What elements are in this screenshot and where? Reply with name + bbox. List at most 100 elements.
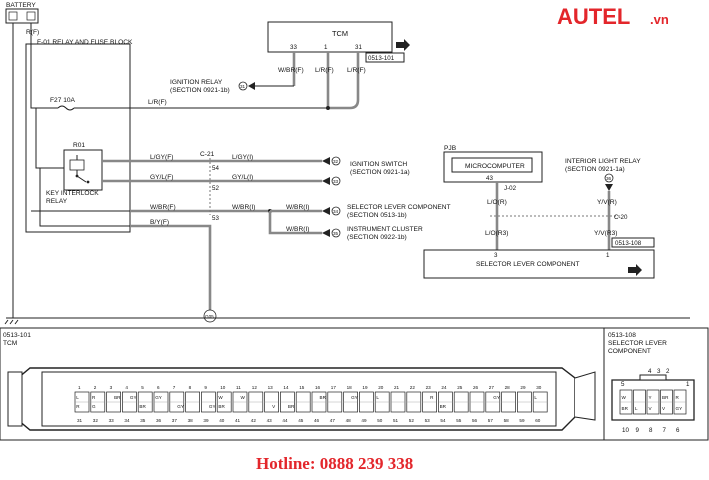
tcm-top-pin-number: 19: [362, 385, 368, 390]
interior-relay-arrow: [605, 184, 613, 191]
tcm-wire-color-code: GY: [130, 395, 137, 400]
tcm-top-pin-number: 9: [204, 385, 207, 390]
slc-top-pin-number: 4: [648, 368, 652, 375]
interior-relay-section: (SECTION 0921-1a): [565, 166, 625, 173]
tcm-top-pin-number: 1: [78, 385, 81, 390]
slc-wire-color-code: BR: [622, 406, 629, 411]
tcm-bottom-pin-number: 32: [93, 418, 99, 423]
tcm-pin-33: 33: [290, 44, 297, 51]
tcm-connector-inner: [41, 371, 557, 427]
tcm-bottom-pin-number: 40: [219, 418, 225, 423]
ground-symbol-left: [4, 317, 24, 325]
c21-label: C-21: [200, 151, 215, 158]
tcm-bottom-pin-number: 35: [140, 418, 146, 423]
ign-switch-section: (SECTION 0921-1a): [350, 169, 410, 176]
slc-top-pin-number: 2: [666, 368, 670, 375]
battery-terminal-pos: [26, 11, 36, 21]
fuse-out-wire-label: L/R(F): [148, 99, 167, 106]
tcm-top-pin-number: 13: [268, 385, 274, 390]
tcm-wire-color-code: BR: [440, 404, 447, 409]
tcm-bottom-pin-number: 46: [314, 418, 320, 423]
conn-slc-name-2: COMPONENT: [608, 348, 651, 355]
relay-coil: [69, 159, 85, 171]
slc-wire-color-code: BR: [662, 395, 669, 400]
tcm-bottom-pin-number: 52: [409, 418, 415, 423]
interior-relay-num: 36: [606, 176, 612, 181]
tcm-top-pin-number: 15: [299, 385, 305, 390]
dest-num-32: 32: [333, 159, 339, 164]
tcm-bottom-pin-number: 39: [203, 418, 209, 423]
tcm-wire-color-code: BR: [218, 404, 225, 409]
ignition-relay-arrow: [248, 82, 255, 90]
wire-label-yv-r: Y/V(R): [597, 199, 617, 206]
battery-terminal-neg: [8, 11, 18, 21]
tcm-top-pin-number: 28: [505, 385, 511, 390]
brand-logo: AUTEL: [557, 4, 630, 29]
tcm-bottom-pin-number: 56: [472, 418, 478, 423]
c21-pin-53: 53: [212, 215, 219, 222]
tcm-top-pin-number: 2: [94, 385, 97, 390]
relay-contact-dot-2: [86, 180, 90, 184]
slc-wire-color-code: V: [649, 406, 653, 411]
slc-ref-label: 0513-108: [615, 240, 642, 247]
tcm-top-pin-number: 11: [236, 385, 241, 390]
tcm-top-pin-number: 4: [125, 385, 128, 390]
wire-label-wbr-i-3: W/BR(I): [286, 226, 309, 233]
tcm-top-label: TCM: [332, 29, 348, 38]
tcm-top-pin-number: 6: [157, 385, 160, 390]
tcm-continue-arrow: [396, 39, 410, 51]
tcm-wire-color-code: BR: [320, 395, 327, 400]
relay-fuse-block-label: F-01 RELAY AND FUSE BLOCK: [37, 39, 133, 46]
battery-wire-label: R(F): [26, 29, 39, 36]
tcm-wire-color-code: BR: [114, 395, 121, 400]
tcm-wire-color-code: GY: [155, 395, 162, 400]
slc-continue-arrow: [628, 264, 642, 276]
tcm-top-pin-number: 5: [141, 385, 144, 390]
slc-side-pin-right: 1: [686, 381, 690, 388]
slc-top-pin-number: 3: [657, 368, 661, 375]
tcm-top-pin-number: 26: [473, 385, 479, 390]
wire-label-yv-r3: Y/V(R3): [594, 230, 617, 237]
ignition-relay-label: IGNITION RELAY: [170, 79, 223, 86]
instrument-label: INSTRUMENT CLUSTER: [347, 226, 423, 233]
slc-ref-box: [611, 237, 655, 248]
relay-feed-wire: [35, 108, 64, 169]
tcm-wire-color-code: R: [76, 404, 80, 409]
tcm-wire-color-code: L: [534, 395, 537, 400]
tcm-top-pin-number: 27: [489, 385, 495, 390]
tcm-bottom-pin-number: 48: [346, 418, 352, 423]
tcm-splice-dot: [326, 106, 330, 110]
c21-pin-54: 54: [212, 165, 219, 172]
ground-g05-circle: [203, 309, 217, 323]
tcm-wire-color-code: W: [218, 395, 223, 400]
c21-pin-52: 52: [212, 185, 219, 192]
fuse-feed-wire: [30, 44, 58, 109]
tcm-wire-color-code: G: [92, 404, 96, 409]
tcm-top-pin-number: 16: [315, 385, 321, 390]
interior-relay-label: INTERIOR LIGHT RELAY: [565, 158, 641, 165]
tcm-bottom-pin-number: 54: [440, 418, 446, 423]
conn-tcm-name: TCM: [3, 340, 17, 347]
ign-switch-arrow-1: [322, 157, 330, 165]
selector-comp-label: SELECTOR LEVER COMPONENT: [347, 204, 451, 211]
tcm-wire-color-code: W: [241, 395, 246, 400]
tcm-wire-color-code: BR: [139, 404, 146, 409]
relay-label: RELAY: [46, 198, 68, 205]
selector-arrow: [322, 207, 330, 215]
slc-bottom-pin-number: 6: [676, 427, 680, 434]
tcm-top-pin-number: 24: [441, 385, 447, 390]
microcomputer-box: [451, 157, 533, 173]
wire-label-wbr-f: W/BR(F): [150, 204, 176, 211]
tcm-wire-31: [330, 52, 360, 110]
tcm-wire-color-code: GY: [209, 404, 216, 409]
relay-ground-wire: [39, 168, 130, 227]
tcm-top-pin-number: 21: [394, 385, 400, 390]
slc-wire-color-code: L: [635, 406, 638, 411]
tcm-wire-label-33: W/BR(F): [278, 67, 304, 74]
tcm-wire-label-31: L/R(F): [347, 67, 366, 74]
wire-label-by-f: B/Y(F): [150, 219, 169, 226]
wire-label-lo-r3: L/O(R3): [485, 230, 508, 237]
tcm-ref-label: 0513-101: [368, 55, 395, 62]
